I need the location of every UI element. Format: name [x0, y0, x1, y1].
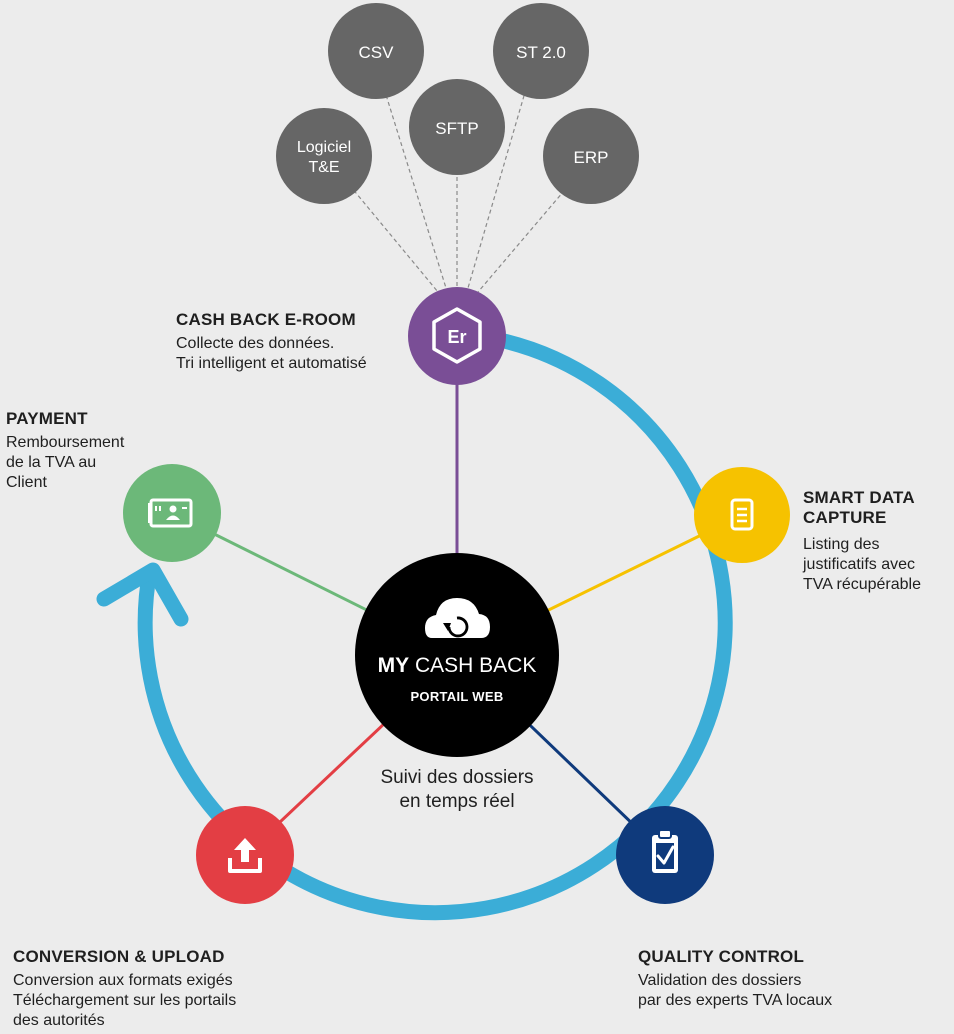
stage-desc-payment: Remboursement de la TVA au Client — [6, 434, 125, 491]
stage-desc-cash-back-eroom: Collecte des données. Tri intelligent et… — [176, 335, 367, 372]
stage-title-quality-control: QUALITY CONTROL — [638, 947, 805, 966]
source-bubble-sftp: SFTP — [409, 79, 505, 175]
center-title: MY CASH BACK — [378, 654, 537, 677]
tracking-caption: Suivi des dossiers en temps réel — [380, 767, 534, 812]
id-card-icon — [148, 498, 193, 528]
source-label-st20: ST 2.0 — [516, 43, 566, 62]
stage-title-smart-data-capture: SMART DATA CAPTURE — [803, 488, 915, 527]
er-hexagon-icon: Er — [432, 307, 482, 364]
stage-title-cash-back-eroom: CASH BACK E-ROOM — [176, 310, 356, 329]
stage-node-cash-back-eroom: Er — [408, 287, 506, 385]
document-icon — [730, 498, 754, 531]
cloud-refresh-icon — [425, 598, 490, 638]
source-bubble-erp: ERP — [543, 108, 639, 204]
stage-desc-quality-control: Validation des dossiers par des experts … — [638, 972, 833, 1009]
center-title-regular: CASH BACK — [409, 654, 536, 677]
upload-tray-icon — [228, 838, 262, 873]
source-bubble-st20: ST 2.0 — [493, 3, 589, 99]
stage-node-smart-data-capture — [694, 467, 790, 563]
connector-csv — [381, 81, 447, 289]
source-label-erp: ERP — [574, 148, 609, 167]
stage-desc-smart-data-capture: Listing des justificatifs avec TVA récup… — [803, 536, 921, 593]
er-icon-text: Er — [447, 327, 466, 347]
stage-node-conversion-upload — [196, 806, 294, 904]
cycle-ring — [137, 332, 733, 921]
connector-st20 — [467, 81, 529, 289]
clipboard-check-icon — [652, 829, 678, 873]
stage-title-payment: PAYMENT — [6, 409, 88, 428]
stage-title-conversion-upload: CONVERSION & UPLOAD — [13, 947, 225, 966]
center-title-bold: MY — [378, 654, 410, 677]
center-subtitle: PORTAIL WEB — [410, 689, 503, 704]
source-label-sftp: SFTP — [435, 119, 478, 138]
stage-node-quality-control — [616, 806, 714, 904]
source-bubble-csv: CSV — [328, 3, 424, 99]
center-portal: MY CASH BACK PORTAIL WEB — [355, 553, 559, 757]
stage-node-payment — [123, 464, 221, 562]
source-label-csv: CSV — [359, 43, 395, 62]
cycle-arrowhead — [96, 562, 189, 627]
stage-desc-conversion-upload: Conversion aux formats exigés Télécharge… — [13, 972, 237, 1029]
